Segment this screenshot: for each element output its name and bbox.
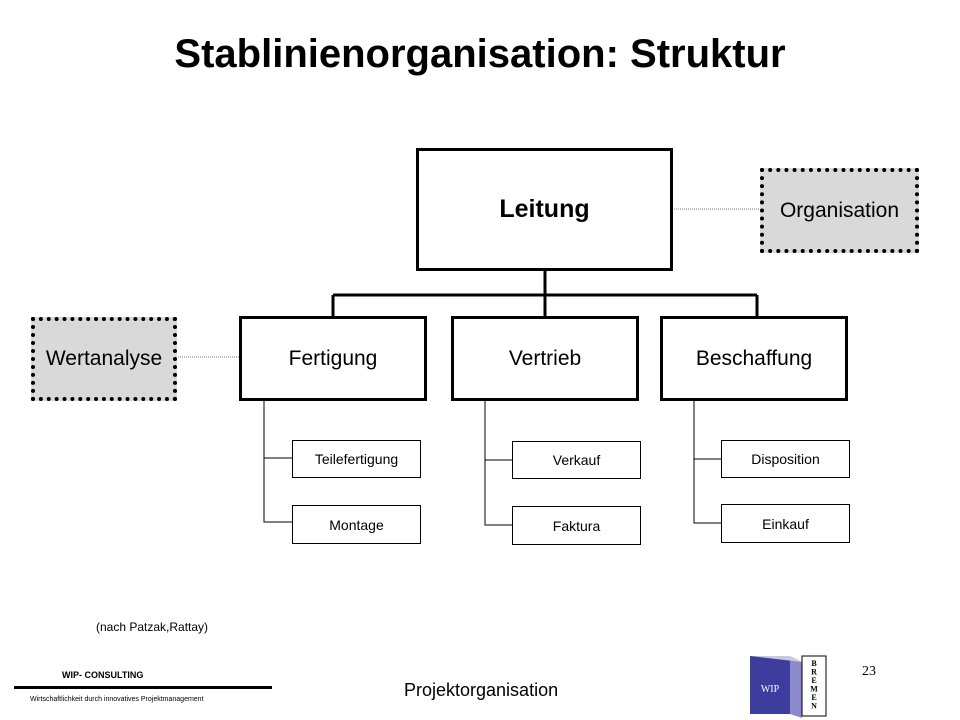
node-leitung: Leitung — [416, 148, 673, 271]
node-verkauf-label: Verkauf — [552, 452, 601, 468]
slide-title: Stablinienorganisation: Struktur — [174, 32, 786, 76]
node-beschaffung-label: Beschaffung — [695, 346, 813, 370]
connector-fertigung-tree — [263, 400, 293, 523]
node-organisation-label: Organisation — [779, 198, 900, 222]
node-teilefertigung: Teilefertigung — [292, 440, 421, 478]
page-number: 23 — [862, 664, 876, 679]
connector-beschaffung-tree — [693, 400, 722, 524]
node-wertanalyse: Wertanalyse — [31, 317, 177, 401]
node-vertrieb-label: Vertrieb — [508, 346, 582, 370]
footer-section-title: Projektorganisation — [404, 680, 559, 700]
node-einkauf-label: Einkauf — [762, 515, 809, 532]
node-organisation: Organisation — [760, 168, 919, 253]
node-teilefertigung-label: Teilefertigung — [314, 451, 399, 467]
footer-divider — [14, 686, 272, 689]
node-disposition: Disposition — [721, 440, 850, 478]
node-montage-label: Montage — [329, 516, 384, 533]
node-leitung-label: Leitung — [499, 195, 590, 223]
node-fertigung-label: Fertigung — [288, 346, 378, 370]
footer-tagline: Wirtschaftlichkeit durch innovatives Pro… — [30, 696, 204, 703]
node-disposition-label: Disposition — [751, 451, 820, 467]
node-vertrieb: Vertrieb — [451, 316, 639, 401]
source-note: (nach Patzak,Rattay) — [96, 620, 209, 634]
node-montage: Montage — [292, 505, 421, 544]
node-faktura: Faktura — [512, 506, 641, 545]
node-verkauf: Verkauf — [512, 441, 641, 479]
connector-vertrieb-tree — [484, 400, 513, 526]
footer-company: WIP- CONSULTING — [62, 670, 144, 680]
node-einkauf: Einkauf — [721, 504, 850, 543]
node-faktura-label: Faktura — [552, 517, 601, 534]
node-beschaffung: Beschaffung — [660, 316, 848, 401]
node-wertanalyse-label: Wertanalyse — [45, 347, 163, 370]
logo-wip-text: WIP — [761, 684, 780, 695]
node-fertigung: Fertigung — [239, 316, 427, 401]
